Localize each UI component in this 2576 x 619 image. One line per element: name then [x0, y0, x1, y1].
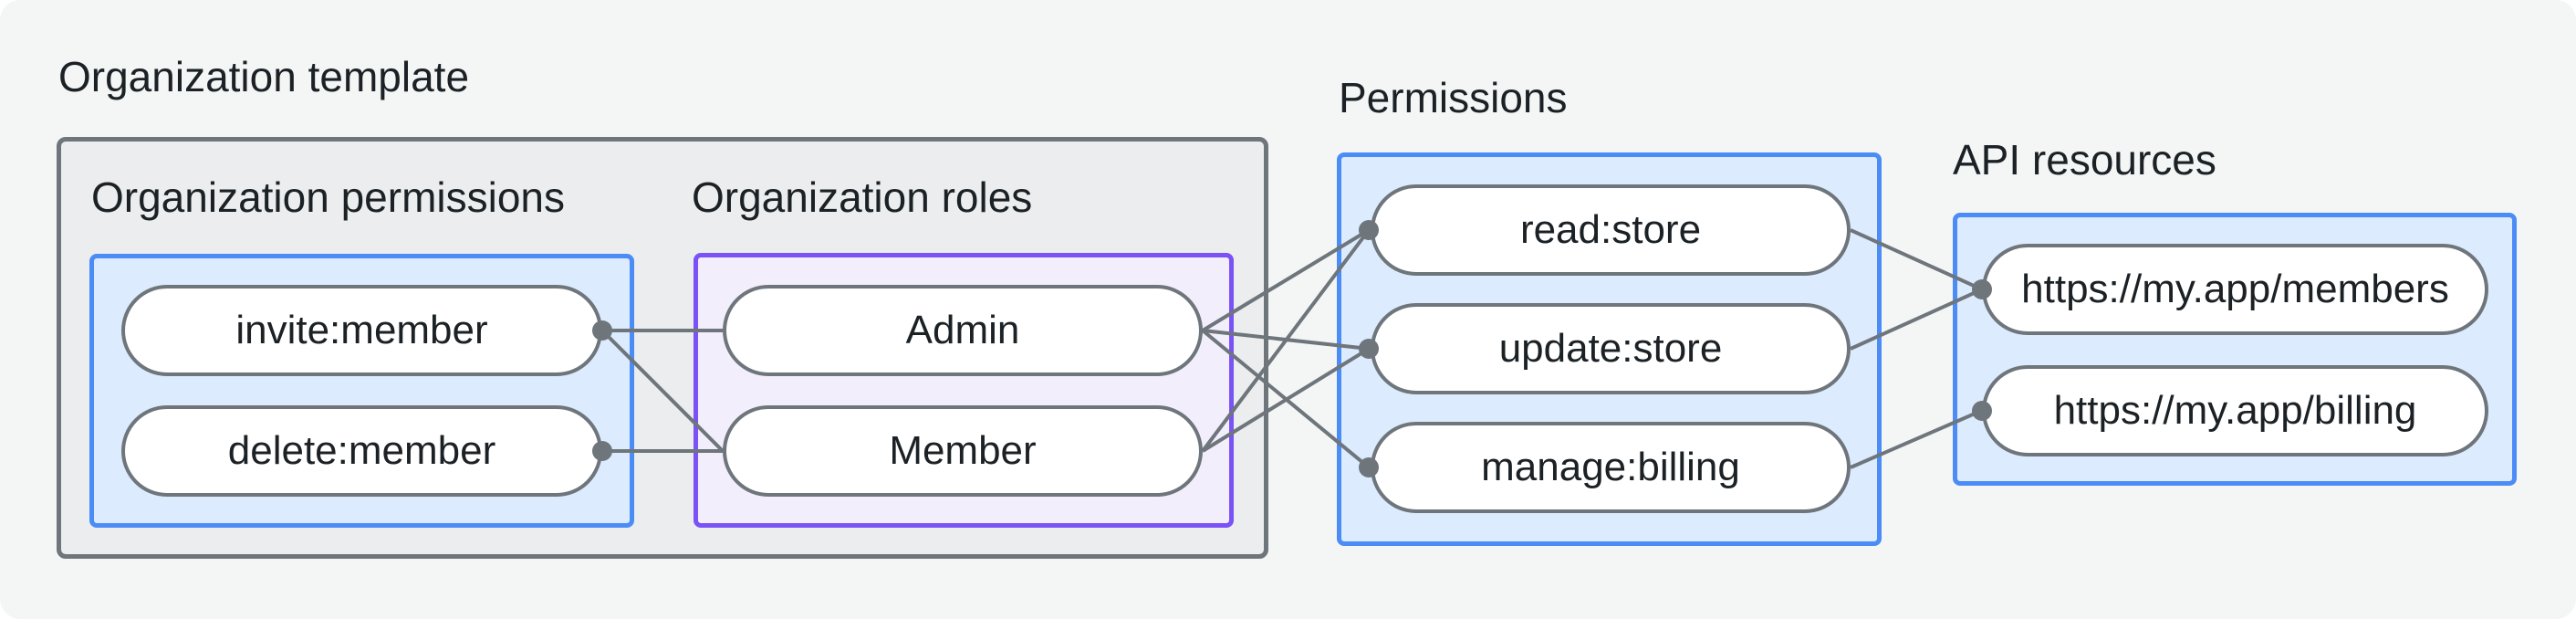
node-billing-resource: https://my.app/billing: [1982, 365, 2488, 456]
organization-roles-label: Organization roles: [692, 173, 1033, 221]
node-manage-billing: manage:billing: [1371, 422, 1851, 513]
node-invite-member: invite:member: [121, 285, 602, 376]
api-resources-label: API resources: [1953, 136, 2216, 184]
node-member: Member: [723, 405, 1203, 497]
node-members-resource: https://my.app/members: [1982, 244, 2488, 335]
node-read-store: read:store: [1371, 184, 1851, 276]
node-delete-member: delete:member: [121, 405, 602, 497]
organization-permissions-label: Organization permissions: [91, 173, 566, 221]
permissions-label: Permissions: [1339, 74, 1568, 121]
node-admin: Admin: [723, 285, 1203, 376]
organization-template-label: Organization template: [58, 53, 470, 100]
node-update-store: update:store: [1371, 303, 1851, 394]
